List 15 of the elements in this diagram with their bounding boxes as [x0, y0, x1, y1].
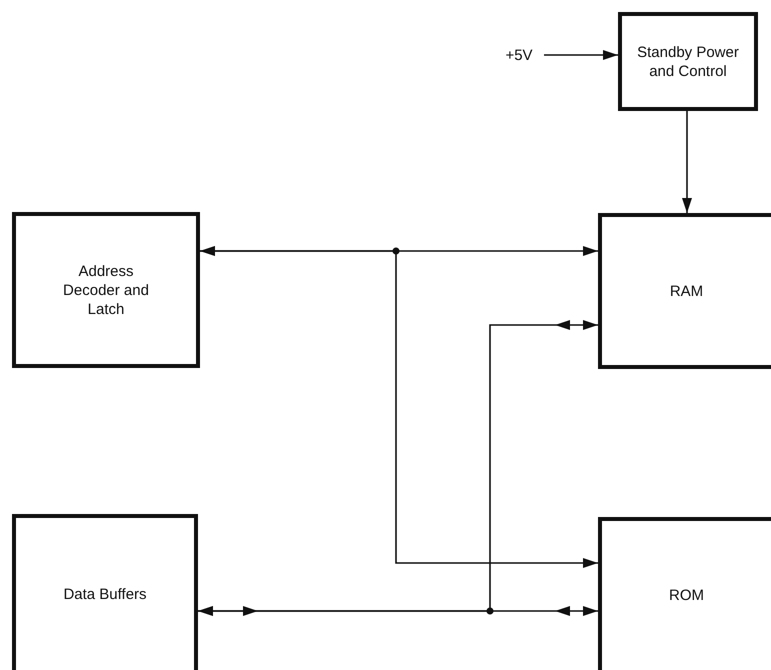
block-label: Standby Power and Control — [636, 42, 740, 80]
connector-arrow — [198, 606, 598, 616]
block-label: RAM — [670, 282, 704, 300]
connector-arrow — [544, 50, 618, 60]
voltage-label: +5V — [505, 46, 533, 64]
connector-arrow — [682, 111, 692, 213]
buffer-block — [12, 514, 198, 670]
memory-block — [598, 213, 771, 369]
block-label: Address Decoder and Latch — [62, 262, 150, 318]
memory-block — [598, 517, 771, 670]
block-label: Data Buffers — [63, 584, 147, 604]
control-block — [618, 12, 758, 111]
connector-arrow — [200, 246, 598, 568]
decoder-block — [12, 212, 200, 368]
block-label: ROM — [669, 586, 704, 605]
